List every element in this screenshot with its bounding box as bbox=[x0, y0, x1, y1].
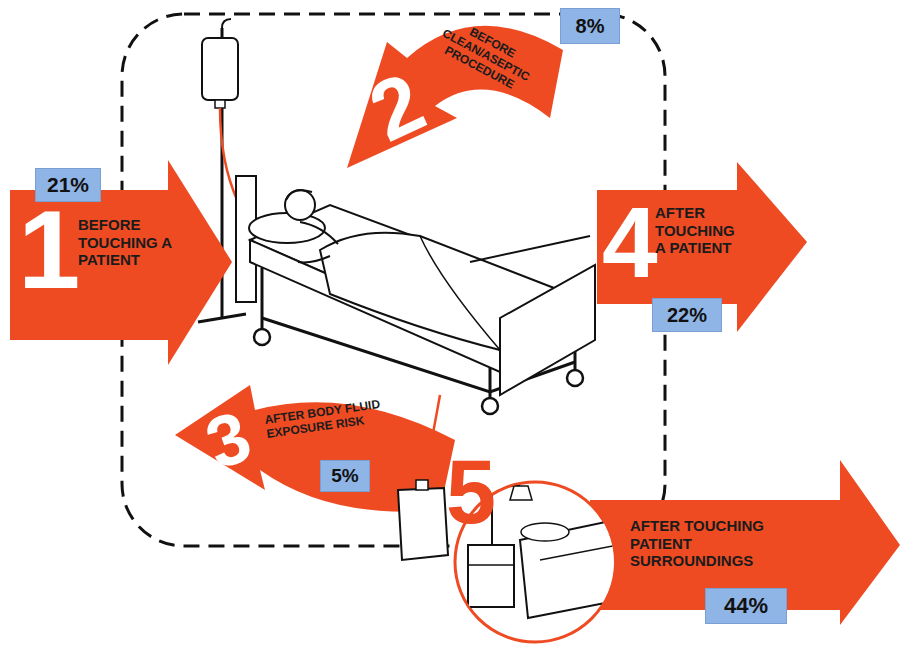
bed-footboard bbox=[500, 265, 595, 395]
lamp-arm bbox=[492, 486, 520, 545]
percentage-value: 44% bbox=[706, 589, 786, 623]
arrow-outline bbox=[10, 160, 232, 365]
inset-blanket-edge bbox=[540, 545, 618, 560]
inset-pillow bbox=[521, 523, 569, 541]
moment-number: 3 bbox=[197, 396, 269, 481]
bed-wheel bbox=[567, 370, 583, 386]
drainage-tube bbox=[422, 395, 440, 490]
moment-number: 4 bbox=[602, 192, 662, 292]
bed-rail bbox=[470, 236, 590, 262]
moment-number: 1 bbox=[18, 194, 88, 306]
percentage-box: 44% bbox=[705, 588, 787, 624]
percentage-value: 8% bbox=[561, 9, 619, 43]
percentage-box: 22% bbox=[652, 298, 722, 332]
patient-hair bbox=[286, 190, 312, 200]
bedside-cabinet bbox=[468, 545, 514, 607]
percentage-box: 8% bbox=[560, 8, 620, 44]
bed-leg bbox=[261, 268, 264, 330]
lamp-shade bbox=[510, 486, 532, 500]
percentage-value: 5% bbox=[321, 461, 369, 491]
iv-bag-port bbox=[215, 100, 225, 108]
percentage-value: 21% bbox=[36, 169, 100, 201]
inset-scene bbox=[468, 486, 620, 618]
percentage-box: 5% bbox=[320, 460, 370, 492]
surroundings-inset bbox=[455, 482, 615, 642]
moment-label: AFTER TOUCHING A PATIENT bbox=[655, 204, 747, 257]
moment-arrow: 4AFTER TOUCHING A PATIENT 22% bbox=[597, 162, 807, 334]
moment-arrow: 2BEFORE CLEAN/ASEPTIC PROCEDURE bbox=[335, 10, 565, 175]
patient-arm bbox=[298, 256, 330, 262]
bed-wheel bbox=[482, 398, 498, 414]
arrow-outline bbox=[175, 385, 455, 512]
blanket-fold bbox=[420, 236, 500, 350]
bed-pillow bbox=[249, 213, 325, 243]
patient-shoulder bbox=[300, 222, 338, 244]
moment-number: 5 bbox=[446, 447, 506, 537]
bed-wheel bbox=[254, 329, 270, 345]
moment-label: AFTER TOUCHING PATIENT SURROUNDINGS bbox=[630, 517, 810, 570]
arrow-outline bbox=[597, 162, 807, 332]
iv-hook bbox=[222, 19, 231, 28]
bed-leg bbox=[489, 368, 492, 398]
drainage-bag bbox=[398, 488, 448, 560]
percentage-value: 22% bbox=[653, 299, 721, 331]
arrow-outline bbox=[590, 460, 900, 625]
moment-arrow: 3AFTER BODY FLUID EXPOSURE RISK5% bbox=[170, 380, 460, 530]
drainage-bag-port bbox=[416, 480, 428, 490]
moment-arrow: 5AFTER TOUCHING PATIENT SURROUNDINGS44% bbox=[440, 455, 903, 627]
cabinet-drawer bbox=[468, 564, 514, 566]
iv-bag bbox=[202, 38, 238, 100]
moment-label: BEFORE TOUCHING A PATIENT bbox=[78, 216, 173, 269]
patient-head bbox=[285, 190, 315, 220]
iv-pole-base bbox=[198, 314, 246, 322]
inset-bed bbox=[520, 520, 620, 618]
percentage-box: 21% bbox=[35, 168, 101, 202]
